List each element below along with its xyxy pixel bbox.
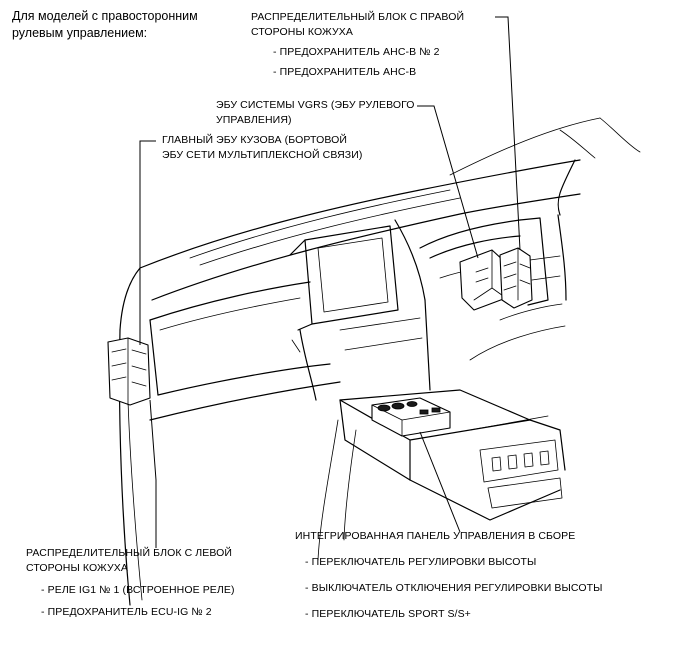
callout-title: УПРАВЛЕНИЯ) bbox=[216, 114, 292, 126]
dashboard-outline bbox=[118, 117, 641, 606]
callout-item: - ПРЕДОХРАНИТЕЛЬ AHC-B № 2 bbox=[273, 46, 440, 58]
callout-title: РАСПРЕДЕЛИТЕЛЬНЫЙ БЛОК С ПРАВОЙ bbox=[251, 11, 465, 23]
callout-vgrs-ecu: ЭБУ СИСТЕМЫ VGRS (ЭБУ РУЛЕВОГО УПРАВЛЕНИ… bbox=[216, 98, 415, 128]
callout-title: ЭБУ СЕТИ МУЛЬТИПЛЕКСНОЙ СВЯЗИ) bbox=[162, 149, 363, 161]
diagram-heading: Для моделей с правосторонним рулевым упр… bbox=[12, 8, 198, 42]
right-junction-block-part bbox=[499, 247, 533, 309]
callout-item: - ПРЕДОХРАНИТЕЛЬ ECU-IG № 2 bbox=[41, 606, 212, 618]
callout-title: ЭБУ СИСТЕМЫ VGRS (ЭБУ РУЛЕВОГО bbox=[216, 99, 415, 111]
callout-item: - ПЕРЕКЛЮЧАТЕЛЬ РЕГУЛИРОВКИ ВЫСОТЫ bbox=[305, 556, 537, 568]
integrated-control-panel-part bbox=[371, 397, 451, 437]
callout-right-junction-block: РАСПРЕДЕЛИТЕЛЬНЫЙ БЛОК С ПРАВОЙ СТОРОНЫ … bbox=[251, 10, 464, 80]
callout-left-junction-block: РАСПРЕДЕЛИТЕЛЬНЫЙ БЛОК С ЛЕВОЙ СТОРОНЫ К… bbox=[26, 546, 235, 620]
callout-title: СТОРОНЫ КОЖУХА bbox=[26, 562, 129, 574]
callout-title: РАСПРЕДЕЛИТЕЛЬНЫЙ БЛОК С ЛЕВОЙ bbox=[26, 547, 233, 559]
callout-integrated-control-panel: ИНТЕГРИРОВАННАЯ ПАНЕЛЬ УПРАВЛЕНИЯ В СБОР… bbox=[295, 529, 603, 622]
callout-item: - ПРЕДОХРАНИТЕЛЬ AHC-B bbox=[273, 66, 417, 78]
heading-line-2: рулевым управлением: bbox=[12, 26, 148, 40]
heading-line-1: Для моделей с правосторонним bbox=[12, 9, 198, 23]
leader-lines bbox=[139, 16, 521, 548]
callout-item: - РЕЛЕ IG1 № 1 (ВСТРОЕННОЕ РЕЛЕ) bbox=[41, 584, 235, 596]
callout-item: - ПЕРЕКЛЮЧАТЕЛЬ SPORT S/S+ bbox=[305, 608, 471, 620]
left-junction-block-part bbox=[107, 337, 151, 406]
callout-main-body-ecu: ГЛАВНЫЙ ЭБУ КУЗОВА (БОРТОВОЙ ЭБУ СЕТИ МУ… bbox=[162, 133, 362, 163]
callout-title: ГЛАВНЫЙ ЭБУ КУЗОВА (БОРТОВОЙ bbox=[162, 134, 348, 146]
callout-title: СТОРОНЫ КОЖУХА bbox=[251, 26, 354, 38]
callout-title: ИНТЕГРИРОВАННАЯ ПАНЕЛЬ УПРАВЛЕНИЯ В СБОР… bbox=[295, 530, 576, 542]
vgrs-ecu-part bbox=[459, 249, 507, 311]
callout-item: - ВЫКЛЮЧАТЕЛЬ ОТКЛЮЧЕНИЯ РЕГУЛИРОВКИ ВЫС… bbox=[305, 582, 603, 594]
